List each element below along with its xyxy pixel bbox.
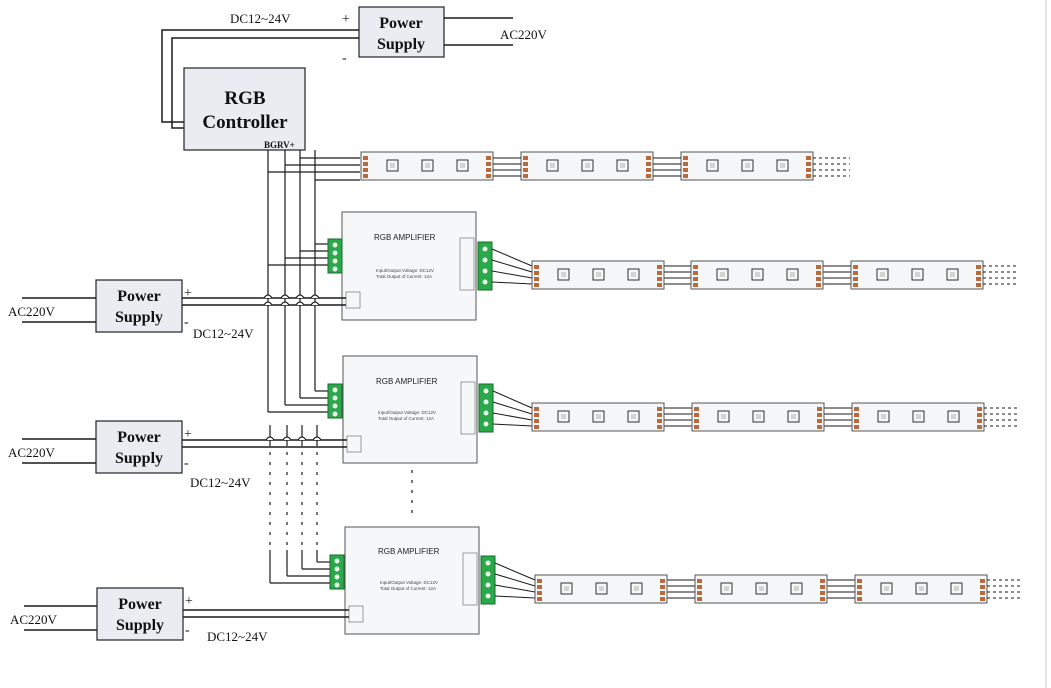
led-strip-row-1 — [360, 151, 850, 181]
led-strip-row-2 — [491, 248, 1018, 290]
plus-terminal-label: + — [184, 286, 192, 301]
amplifier-spec-current: Total Output of Current: 12A — [378, 416, 434, 421]
minus-terminal-label: - — [342, 51, 347, 66]
amp-3-power-wires — [183, 609, 349, 618]
power-supply-label-line1: Power — [117, 429, 161, 446]
bus-continuation-dots — [269, 452, 413, 545]
power-supply-label-line2: Supply — [377, 36, 425, 53]
controller-title-line2: Controller — [202, 112, 288, 133]
rgb-controller: RGB Controller BGRV+ — [183, 67, 306, 151]
minus-terminal-label: - — [184, 315, 189, 330]
plus-terminal-label: + — [184, 427, 192, 442]
power-supply-2: Power Supply — [95, 420, 183, 474]
amplifier-title: RGB AMPLIFIER — [378, 547, 440, 556]
led-strip-row-4 — [494, 562, 1020, 604]
ac-input-wires-1 — [22, 297, 96, 323]
power-supply-label-line2: Supply — [116, 617, 164, 634]
amplifier-spec-voltage: Input/Output Voltage: DC12V — [376, 268, 434, 273]
amplifier-spec-voltage: Input/Output Voltage: DC12V — [378, 410, 436, 415]
amp-1-power-wires — [182, 297, 346, 306]
amplifier-spec-voltage: Input/Output Voltage: DC12V — [380, 580, 438, 585]
led-strip-row-3 — [492, 390, 1018, 432]
rgb-amplifier-2: RGB AMPLIFIER Input/Output Voltage: DC12… — [327, 355, 494, 464]
amplifier-spec-current: Total Output of Current: 12A — [376, 274, 432, 279]
dc-voltage-label: DC12~24V — [190, 475, 251, 490]
ac-voltage-label: AC220V — [500, 27, 548, 42]
dc-voltage-label: DC12~24V — [207, 629, 268, 644]
minus-terminal-label: - — [185, 623, 190, 638]
dc-voltage-label: DC12~24V — [193, 326, 254, 341]
power-supply-3: Power Supply — [96, 587, 184, 641]
ac-input-wires-2 — [22, 438, 96, 464]
ac-voltage-label: AC220V — [8, 445, 56, 460]
power-supply-label-line1: Power — [379, 15, 423, 32]
power-supply-label-line2: Supply — [115, 450, 163, 467]
plus-terminal-label: + — [185, 594, 193, 609]
control-bus — [267, 150, 360, 584]
ac-voltage-label: AC220V — [10, 612, 58, 627]
minus-terminal-label: - — [184, 456, 189, 471]
amplifier-spec-current: Total Output of Current: 12A — [380, 586, 436, 591]
top-power-supply: Power Supply — [358, 6, 445, 58]
power-supply-label-line2: Supply — [115, 309, 163, 326]
wire-crossovers — [263, 294, 322, 441]
amplifier-title: RGB AMPLIFIER — [374, 233, 436, 242]
controller-pin-labels: BGRV+ — [264, 140, 295, 150]
rgb-amplifier-1: RGB AMPLIFIER Input/Output Voltage: DC12… — [327, 211, 493, 321]
power-supply-label-line1: Power — [118, 596, 162, 613]
amp-2-power-wires — [182, 439, 347, 448]
dc-voltage-label: DC12~24V — [230, 11, 291, 26]
plus-terminal-label: + — [342, 12, 350, 27]
amplifier-title: RGB AMPLIFIER — [376, 377, 438, 386]
ac-input-wires-3 — [24, 605, 97, 631]
controller-title-line1: RGB — [224, 88, 266, 109]
power-supply-1: Power Supply — [95, 279, 183, 333]
top-wires — [161, 17, 513, 129]
rgb-amplifier-3: RGB AMPLIFIER Input/Output Voltage: DC12… — [329, 526, 496, 635]
power-supply-label-line1: Power — [117, 288, 161, 305]
ac-voltage-label: AC220V — [8, 304, 56, 319]
